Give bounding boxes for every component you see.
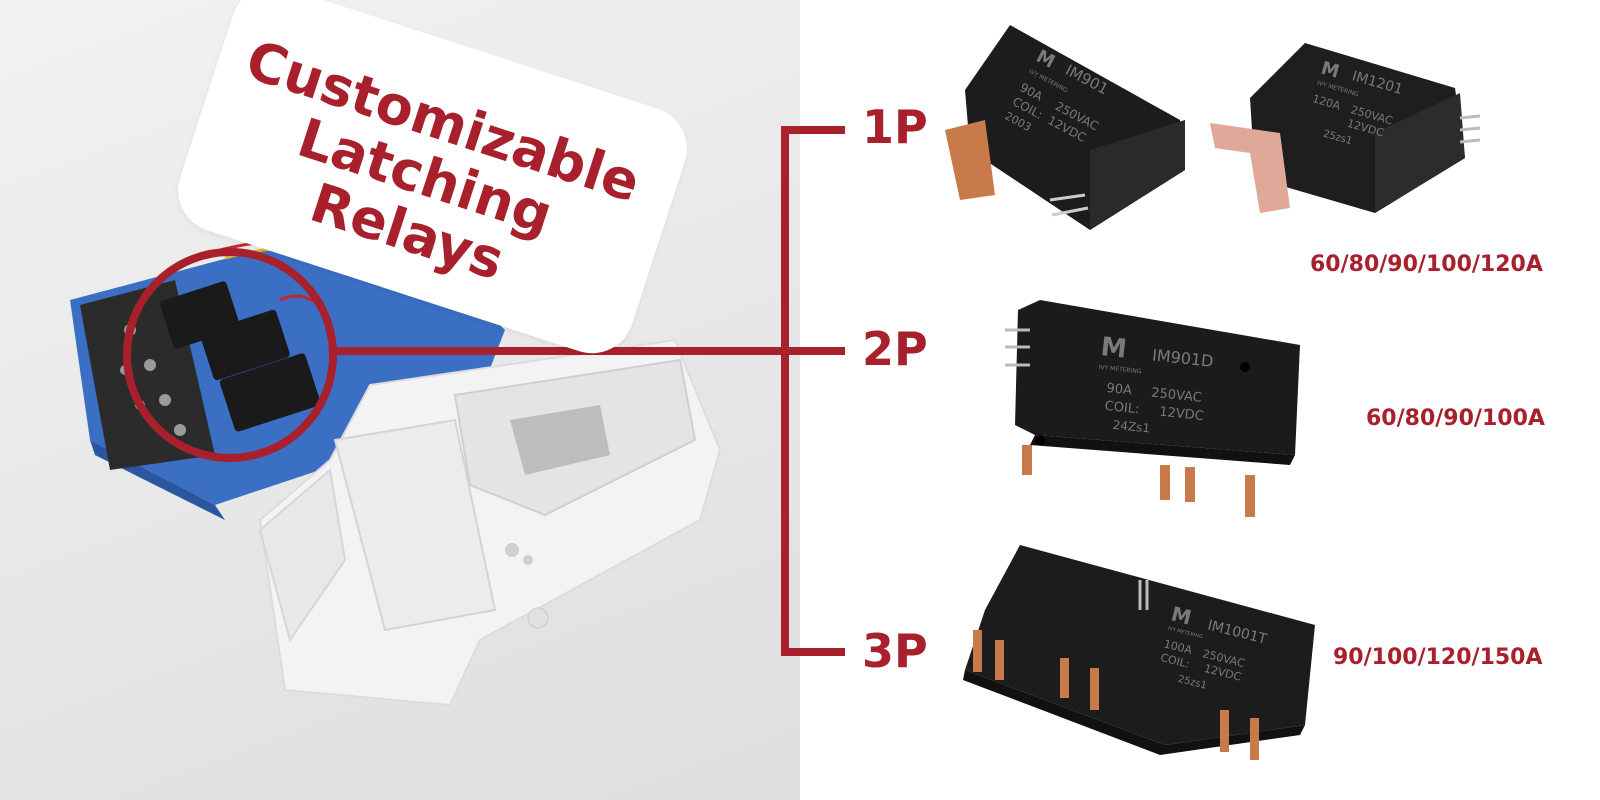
- rating-1p: 60/80/90/100/120A: [1310, 252, 1543, 277]
- im901d-logo: M: [1099, 332, 1128, 365]
- relay-im901: M IM901 IVY METERING 90A 250VAC COIL: 12…: [945, 25, 1185, 230]
- pole-label-3p: 3P: [862, 624, 928, 678]
- rating-2p: 60/80/90/100A: [1366, 406, 1545, 431]
- im901d-voltage: 250VAC: [1151, 386, 1203, 406]
- rating-3p: 90/100/120/150A: [1333, 645, 1543, 670]
- relay-im901d: M IM901D IVY METERING 90A 250VAC COIL: 1…: [1005, 300, 1300, 517]
- im901d-code: 24Zs1: [1112, 418, 1151, 436]
- relay-im1001t: M IM1001T IVY METERING 100A 250VAC COIL:…: [963, 545, 1315, 760]
- pole-label-1p: 1P: [862, 100, 928, 154]
- im901d-brand: IVY METERING: [1098, 364, 1142, 375]
- relay-im1201: M IM1201 IVY METERING 120A 250VAC 12VDC …: [1210, 43, 1481, 213]
- pole-label-2p: 2P: [862, 322, 928, 376]
- im901d-coil: COIL:: [1104, 399, 1140, 418]
- im901d-current: 90A: [1106, 381, 1133, 399]
- im901d-coil-voltage: 12VDC: [1159, 405, 1205, 425]
- display-window: [510, 405, 610, 475]
- im1201-logo: M: [1319, 58, 1342, 83]
